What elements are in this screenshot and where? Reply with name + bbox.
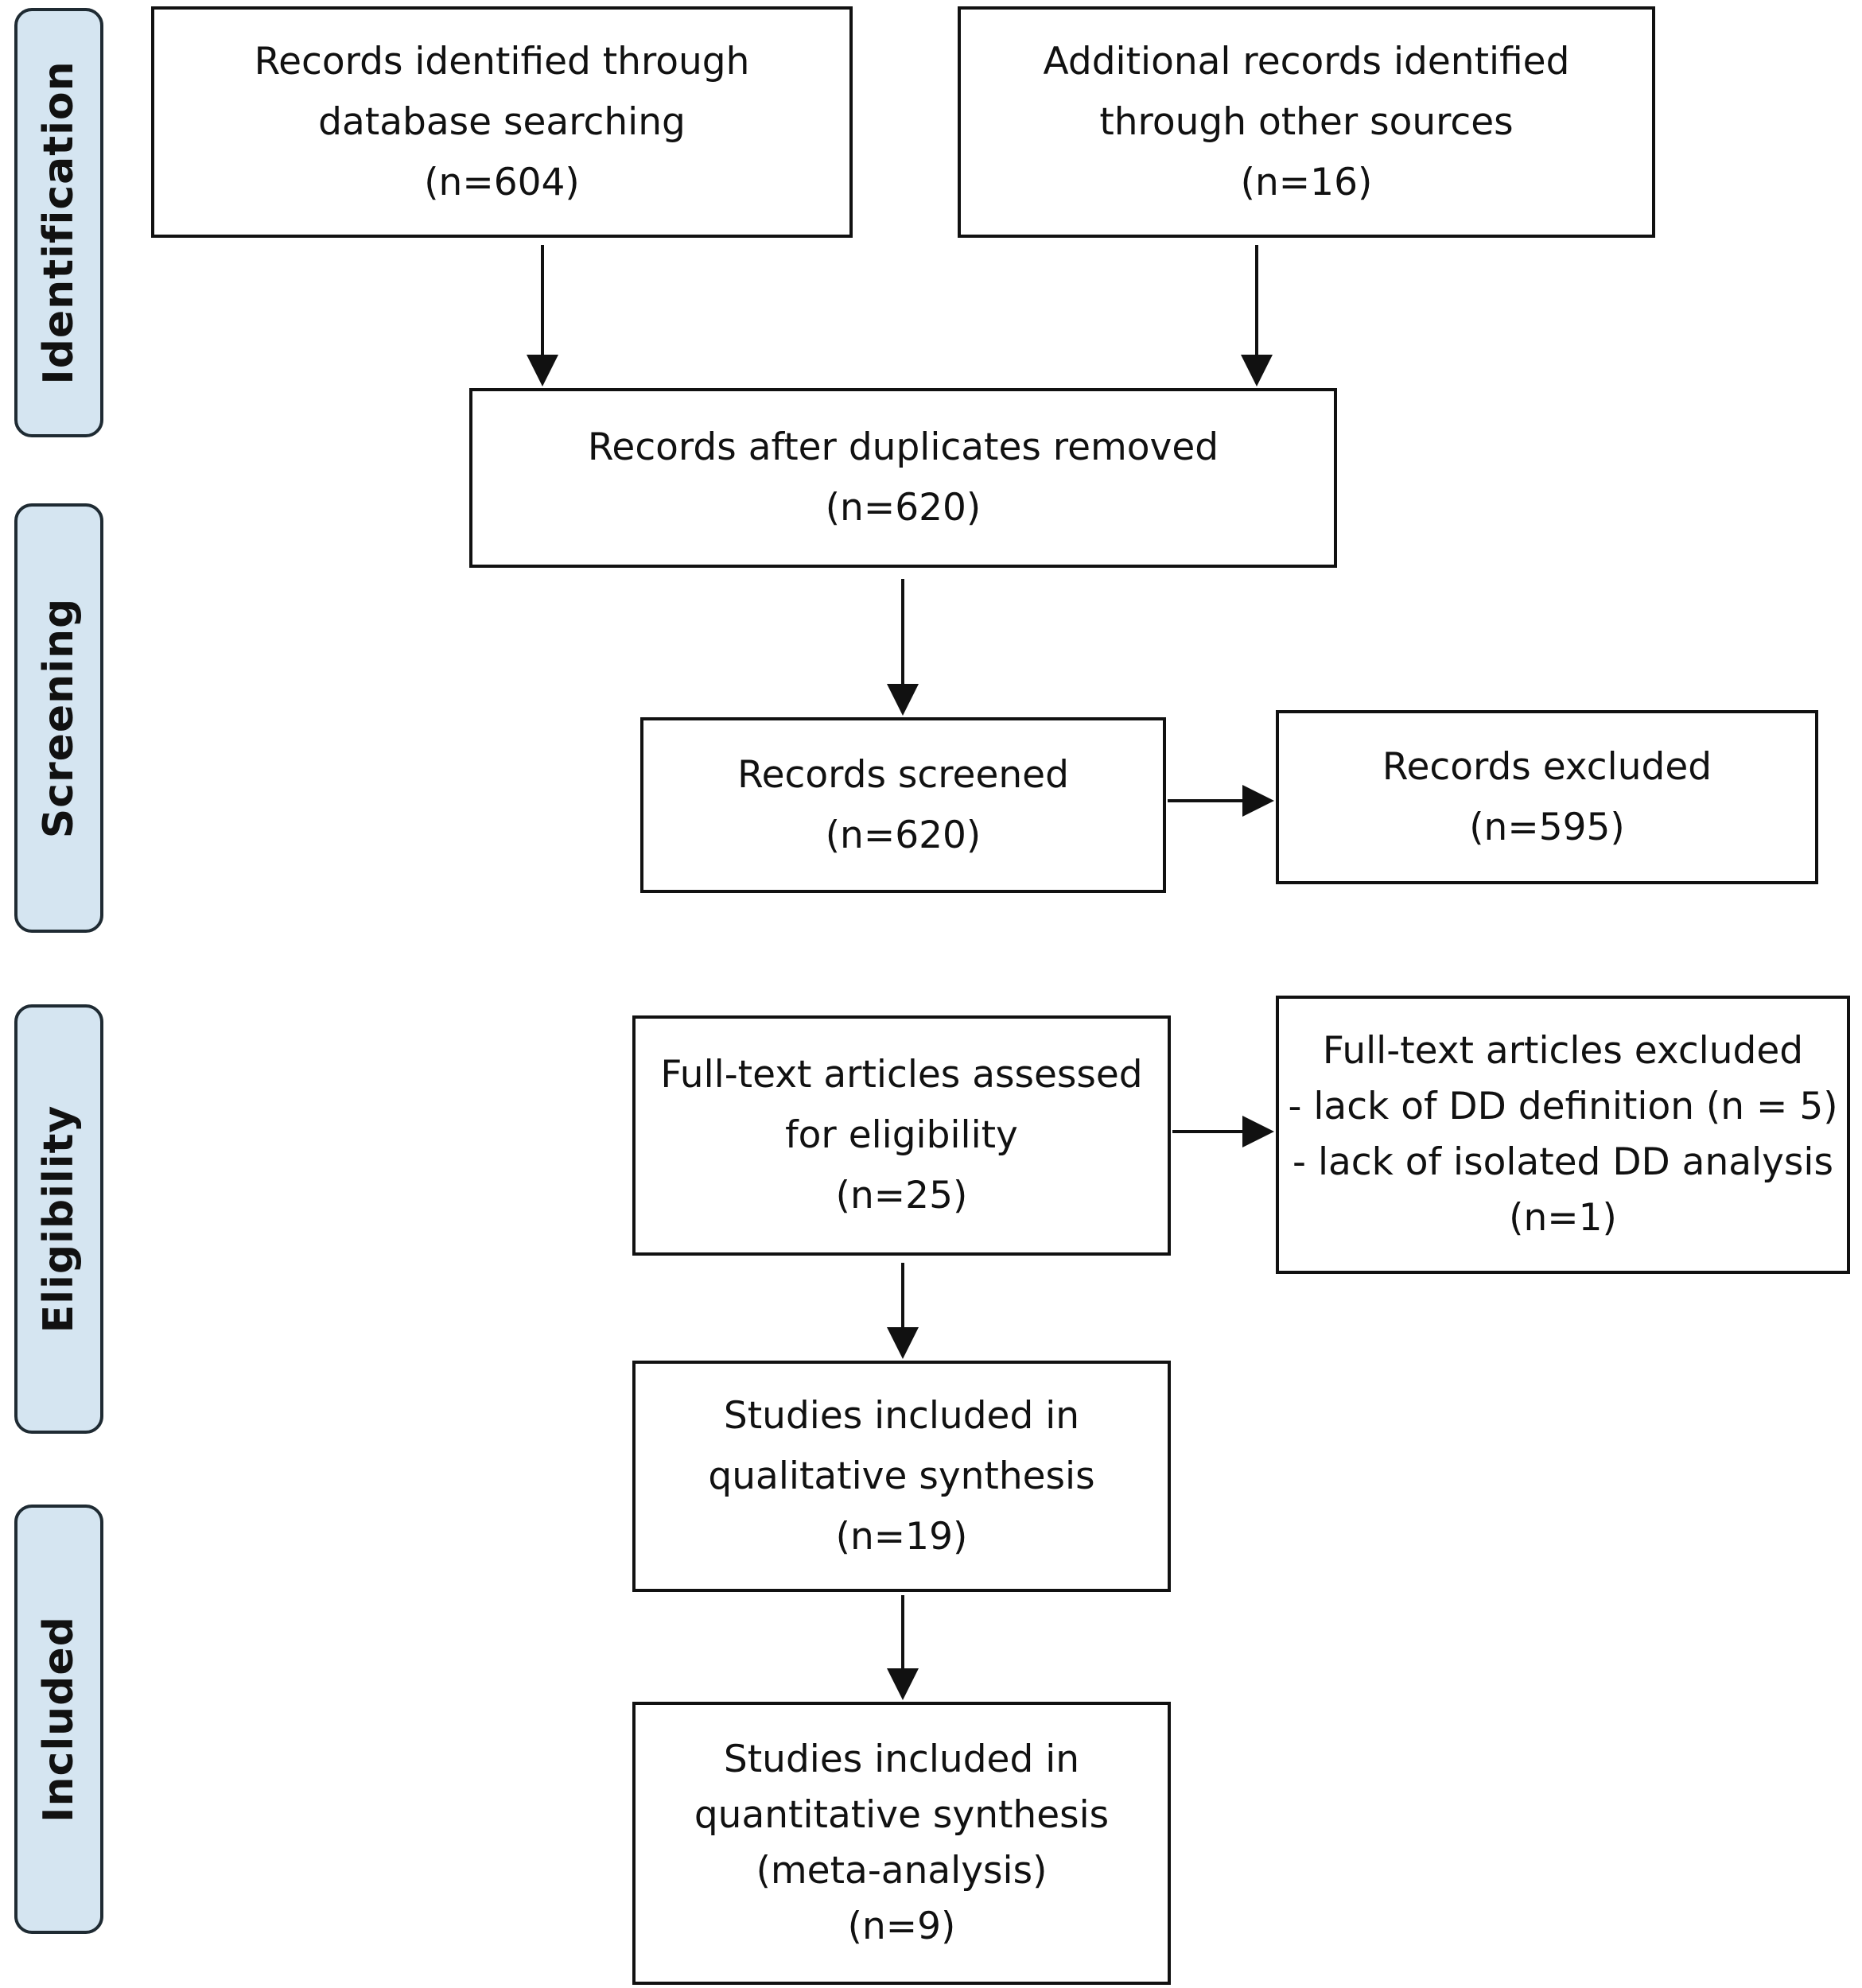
phase-eligibility: Eligibility	[14, 1004, 103, 1434]
other-records-line-2: through other sources	[1099, 99, 1514, 144]
fulltext-excluded-count: (n=1)	[1509, 1196, 1617, 1240]
database-records-line-2: database searching	[318, 99, 686, 144]
quantitative-line-3: (meta-analysis)	[756, 1849, 1048, 1893]
fulltext-assessed-count: (n=25)	[835, 1174, 968, 1217]
phase-included: Included	[14, 1505, 103, 1934]
other-records-count: (n=16)	[1240, 160, 1373, 204]
after-duplicates-count: (n=620)	[825, 486, 982, 530]
box-quantitative-synthesis: Studies included in quantitative synthes…	[632, 1702, 1171, 1985]
fulltext-assessed-line-2: for eligibility	[785, 1113, 1018, 1157]
records-screened-count: (n=620)	[825, 813, 982, 857]
quantitative-line-2: quantitative synthesis	[694, 1793, 1110, 1837]
other-records-line-1: Additional records identified	[1043, 39, 1570, 83]
records-excluded-line-1: Records excluded	[1382, 744, 1712, 789]
quantitative-line-1: Studies included in	[723, 1738, 1080, 1781]
box-records-excluded: Records excluded (n=595)	[1276, 710, 1818, 884]
box-fulltext-excluded: Full-text articles excluded - lack of DD…	[1276, 996, 1850, 1274]
box-other-records: Additional records identified through ot…	[958, 6, 1655, 238]
after-duplicates-line-1: Records after duplicates removed	[587, 425, 1219, 469]
database-records-count: (n=604)	[424, 160, 580, 204]
records-excluded-count: (n=595)	[1469, 805, 1625, 849]
qualitative-line-1: Studies included in	[723, 1393, 1080, 1438]
box-qualitative-synthesis: Studies included in qualitative synthesi…	[632, 1361, 1171, 1592]
database-records-line-1: Records identified through	[254, 39, 750, 83]
fulltext-assessed-line-1: Full-text articles assessed	[660, 1053, 1143, 1097]
phase-identification: Identification	[14, 8, 103, 437]
phase-screening: Screening	[14, 503, 103, 933]
box-database-records: Records identified through database sear…	[151, 6, 853, 238]
qualitative-line-2: qualitative synthesis	[708, 1454, 1095, 1498]
quantitative-count: (n=9)	[847, 1905, 956, 1948]
box-records-screened: Records screened (n=620)	[640, 717, 1166, 893]
box-after-duplicates: Records after duplicates removed (n=620)	[469, 388, 1337, 568]
fulltext-excluded-reason-2: - lack of isolated DD analysis	[1293, 1140, 1833, 1184]
qualitative-count: (n=19)	[835, 1514, 968, 1559]
box-fulltext-assessed: Full-text articles assessed for eligibil…	[632, 1015, 1171, 1256]
records-screened-line-1: Records screened	[737, 752, 1069, 797]
fulltext-excluded-line-1: Full-text articles excluded	[1322, 1029, 1804, 1073]
fulltext-excluded-reason-1: - lack of DD definition (n = 5)	[1288, 1085, 1838, 1128]
